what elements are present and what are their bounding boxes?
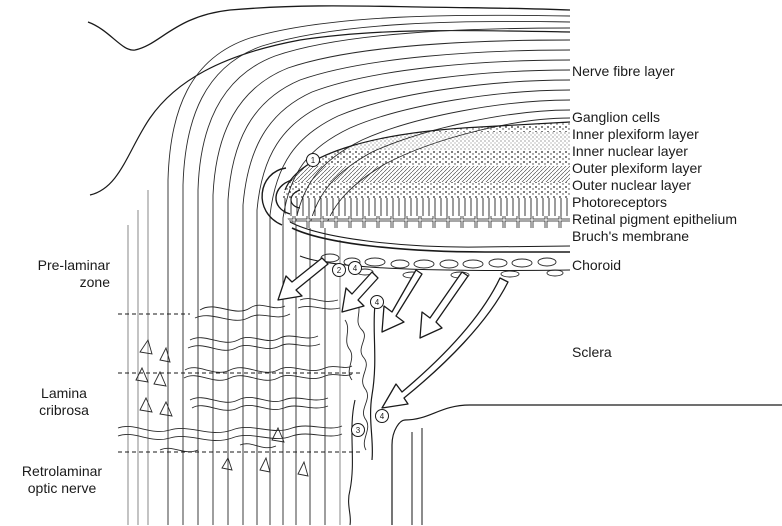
label-lamina: Lamina (41, 385, 87, 401)
label-cribrosa: cribrosa (39, 402, 89, 418)
label-ganglion-cells: Ganglion cells (572, 109, 660, 125)
label-optic-nerve: optic nerve (28, 480, 97, 496)
zone-labels: Pre-laminar zone Lamina cribrosa Retrola… (22, 257, 110, 496)
glial-triangles (136, 340, 308, 476)
label-sclera: Sclera (572, 344, 612, 360)
label-outer-plexiform-layer: Outer plexiform layer (572, 160, 702, 176)
svg-text:4: 4 (353, 264, 358, 273)
marker-4c: 4 (376, 410, 389, 423)
label-nerve-fibre-layer: Nerve fibre layer (572, 63, 675, 79)
label-inner-plexiform-layer: Inner plexiform layer (572, 126, 699, 142)
flow-arrow (382, 270, 422, 332)
label-retinal-pigment-epithelium: Retinal pigment epithelium (572, 211, 737, 227)
svg-text:2: 2 (337, 266, 342, 275)
sclera-outline (349, 305, 782, 525)
marker-2: 2 (333, 264, 346, 277)
nerve-fibre-streams (88, 6, 570, 525)
label-outer-nuclear-layer: Outer nuclear layer (572, 177, 691, 193)
marker-3: 3 (352, 424, 365, 437)
label-pre-laminar: Pre-laminar (38, 257, 111, 273)
marker-1: 1 (307, 154, 320, 167)
svg-text:4: 4 (375, 298, 380, 307)
label-choroid: Choroid (572, 257, 621, 273)
flow-arrows (278, 258, 508, 408)
lamina-cribrosa-plates (118, 299, 352, 452)
label-bruchs-membrane: Bruch's membrane (572, 228, 689, 244)
svg-text:4: 4 (380, 412, 385, 421)
marker-4b: 4 (371, 296, 384, 309)
label-inner-nuclear-layer: Inner nuclear layer (572, 143, 688, 159)
label-retrolaminar: Retrolaminar (22, 463, 102, 479)
flow-arrow (278, 258, 328, 300)
layer-labels: Nerve fibre layer Ganglion cells Inner p… (572, 63, 737, 360)
svg-text:3: 3 (356, 426, 361, 435)
label-pre-laminar-zone: zone (80, 274, 111, 290)
marker-4a: 4 (349, 262, 362, 275)
flow-arrow (420, 272, 468, 338)
label-photoreceptors: Photoreceptors (572, 194, 667, 210)
svg-text:1: 1 (311, 156, 316, 165)
